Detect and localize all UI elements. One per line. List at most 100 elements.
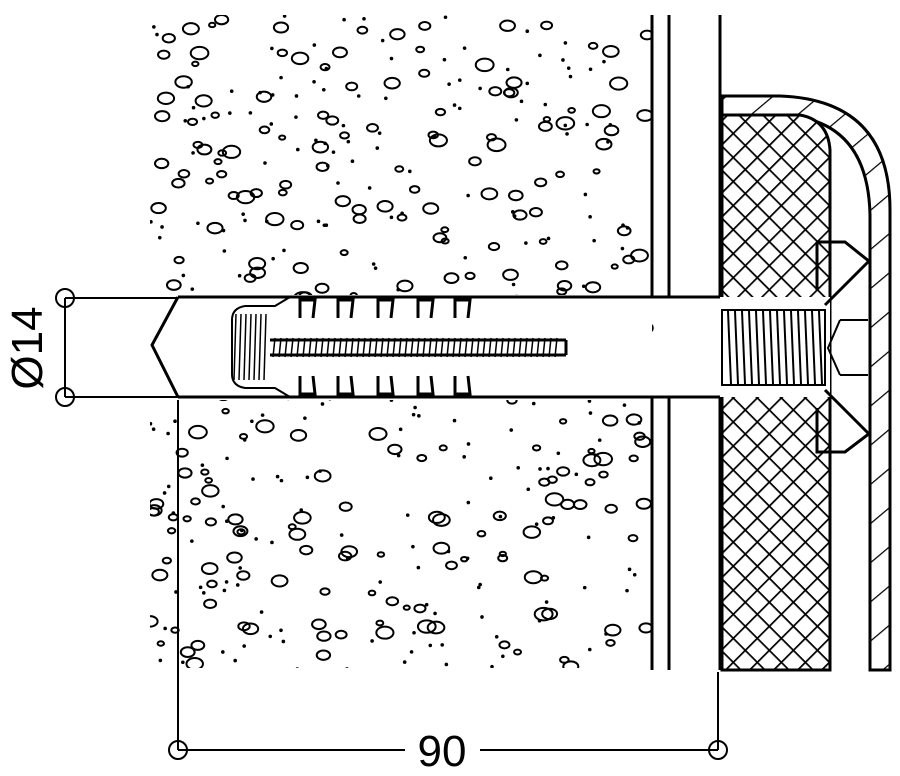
speckle-pebble — [188, 424, 208, 440]
screw-thread — [776, 310, 781, 385]
speckle-dot — [556, 451, 561, 456]
thread-line — [238, 313, 242, 381]
speckle-pebble — [171, 177, 186, 189]
speckle-dot — [375, 146, 380, 150]
speckle-dot — [298, 333, 303, 337]
speckle-pebble — [173, 255, 185, 265]
speckle-dot — [166, 484, 171, 489]
speckle-dot — [568, 74, 573, 79]
speckle-pebble — [595, 137, 613, 151]
speckle-dot — [440, 643, 445, 647]
speckle-pebble — [474, 57, 495, 73]
speckle-dot — [448, 301, 452, 305]
speckle-pebble — [213, 158, 223, 166]
speckle-dot — [432, 134, 437, 139]
thread-line — [248, 313, 252, 381]
speckle-pebble — [210, 111, 220, 119]
speckle-dot — [174, 590, 178, 594]
speckle-dot — [202, 116, 206, 121]
speckle-pebble — [522, 525, 542, 539]
speckle-dot — [186, 84, 190, 89]
speckle-dot — [424, 602, 429, 607]
speckle-pebble — [290, 51, 310, 66]
speckle-pebble — [582, 453, 602, 468]
speckle-pebble — [556, 287, 568, 296]
speckle-dot — [162, 491, 167, 495]
speckle-pebble — [426, 620, 446, 635]
speckle-dot — [405, 513, 410, 517]
speckle-dot — [516, 466, 521, 470]
anchor-rib — [376, 298, 395, 319]
speckle-pebble — [221, 144, 242, 159]
speckle-pebble — [537, 120, 553, 132]
speckle-pebble — [415, 45, 426, 54]
speckle-pebble — [150, 615, 159, 628]
speckle-pebble — [416, 453, 428, 463]
speckle-dot — [588, 67, 593, 72]
speckle-pebble — [248, 257, 267, 271]
speckle-pebble — [637, 344, 648, 352]
screw-thread — [818, 310, 823, 385]
speckle-dot — [196, 221, 200, 226]
speckle-dot — [248, 111, 253, 115]
speckle-pebble — [278, 134, 287, 141]
speckle-pebble — [562, 660, 580, 668]
speckle-dot — [566, 66, 571, 70]
speckle-dot — [393, 380, 398, 385]
diameter-label: Ø14 — [3, 306, 52, 389]
speckle-dot — [412, 630, 416, 635]
speckle-pebble — [216, 169, 228, 179]
speckle-dot — [587, 647, 592, 652]
speckle-pebble — [555, 116, 576, 131]
speckle-dot — [563, 41, 568, 45]
speckle-dot — [191, 105, 196, 110]
speckle-pebble — [628, 454, 639, 463]
speckle-pebble — [241, 622, 260, 636]
speckle-dot — [160, 225, 164, 229]
speckle-pebble — [492, 510, 507, 522]
speckle-dot — [593, 317, 597, 322]
speckle-dot — [620, 246, 625, 251]
speckle-pebble — [150, 507, 160, 517]
speckle-dot — [237, 273, 242, 278]
speckle-pebble — [554, 260, 569, 271]
speckle-pebble — [591, 104, 611, 119]
screw-thread — [769, 310, 774, 385]
speckle-dot — [498, 514, 503, 519]
speckle-dot — [580, 302, 584, 306]
speckle-pebble — [572, 499, 588, 510]
speckle-dot — [411, 412, 416, 417]
speckle-dot — [428, 332, 432, 336]
speckle-pebble — [196, 143, 213, 156]
speckle-pebble — [352, 213, 367, 224]
speckle-pebble — [356, 25, 369, 35]
speckle-pebble — [635, 497, 652, 510]
speckle-dot — [263, 161, 267, 165]
speckle-dot — [221, 650, 225, 654]
speckle-pebble — [288, 527, 307, 541]
depth-dimension: 90 — [168, 400, 728, 776]
speckle-dot — [190, 539, 194, 543]
speckle-dot — [587, 399, 592, 403]
speckle-dot — [434, 384, 438, 388]
speckle-pebble — [513, 648, 523, 656]
speckle-pebble — [394, 165, 405, 173]
speckle-dot — [478, 86, 482, 91]
speckle-pebble — [464, 271, 476, 281]
speckle-dot — [251, 477, 255, 481]
speckle-pebble — [276, 48, 289, 58]
speckle-dot — [201, 591, 206, 595]
speckle-pebble — [351, 203, 367, 216]
speckle-dot — [294, 94, 299, 98]
speckle-pebble — [157, 49, 171, 60]
speckle-dot — [362, 17, 366, 21]
screw-thread — [762, 310, 767, 385]
speckle-pebble — [161, 556, 172, 565]
speckle-dot — [546, 466, 550, 471]
speckle-pebble — [368, 426, 388, 441]
speckle-dot — [433, 611, 437, 616]
speckle-dot — [441, 320, 446, 325]
speckle-dot — [544, 600, 549, 604]
speckle-dot — [323, 300, 327, 304]
speckle-dot — [287, 333, 292, 337]
